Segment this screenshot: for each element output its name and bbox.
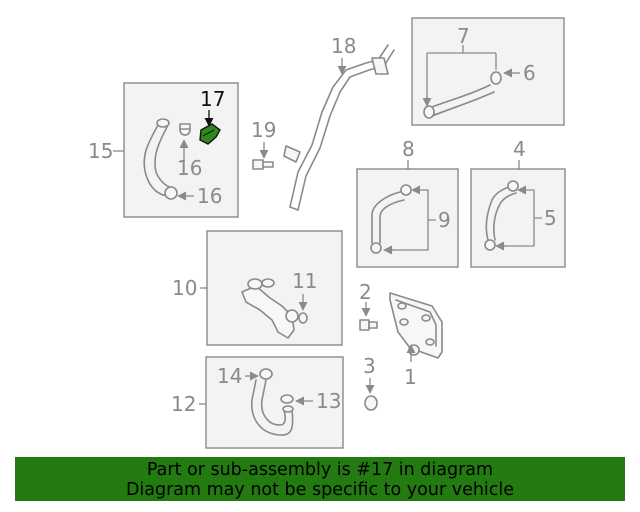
- callout-2: 2: [359, 280, 372, 304]
- oil-cooler-1: [389, 292, 443, 359]
- callout-5: 5: [544, 206, 557, 230]
- callout-17[interactable]: 17: [200, 87, 225, 111]
- oring-11: [298, 312, 308, 324]
- group-box-7: [411, 17, 565, 126]
- hose-12: [251, 368, 294, 436]
- group-box-10: [206, 230, 343, 346]
- callout-15: 15: [88, 139, 113, 163]
- callout-9: 9: [438, 208, 451, 232]
- banner-line-2: Diagram may not be specific to your vehi…: [125, 480, 515, 500]
- leader-5-bracket: [500, 189, 542, 247]
- callout-18: 18: [331, 34, 356, 58]
- disclaimer-banner: Part or sub-assembly is #17 in diagram D…: [15, 457, 625, 501]
- callout-4: 4: [513, 137, 526, 161]
- banner-line-1: Part or sub-assembly is #17 in diagram: [146, 460, 494, 480]
- leader-7-bracket: [426, 45, 497, 106]
- leader-9-bracket: [386, 189, 436, 251]
- hose-7: [423, 71, 502, 119]
- bolt-2: [359, 319, 378, 331]
- bolt-19: [252, 159, 274, 170]
- callout-19: 19: [251, 118, 276, 142]
- hose-8: [370, 184, 412, 254]
- callout-10: 10: [172, 276, 197, 300]
- callout-12: 12: [171, 392, 196, 416]
- parts-diagram: 1 2 3 4 5 6 7 8 9 10 11 12 13 14 15 16 1…: [88, 17, 566, 449]
- callout-16b: 16: [197, 184, 222, 208]
- pipe-18: [283, 44, 395, 211]
- callout-13: 13: [316, 389, 341, 413]
- callout-7: 7: [457, 24, 470, 48]
- group-box-12: [205, 356, 344, 449]
- callout-11: 11: [292, 269, 317, 293]
- callout-1: 1: [404, 365, 417, 389]
- callout-3: 3: [363, 354, 376, 378]
- housing-10: [241, 278, 299, 339]
- callout-14: 14: [217, 364, 242, 388]
- hose-15: [143, 118, 191, 200]
- oring-3: [364, 395, 378, 411]
- callout-8: 8: [402, 137, 415, 161]
- callout-6: 6: [523, 61, 536, 85]
- hose-4: [484, 180, 519, 251]
- callout-16a: 16: [177, 156, 202, 180]
